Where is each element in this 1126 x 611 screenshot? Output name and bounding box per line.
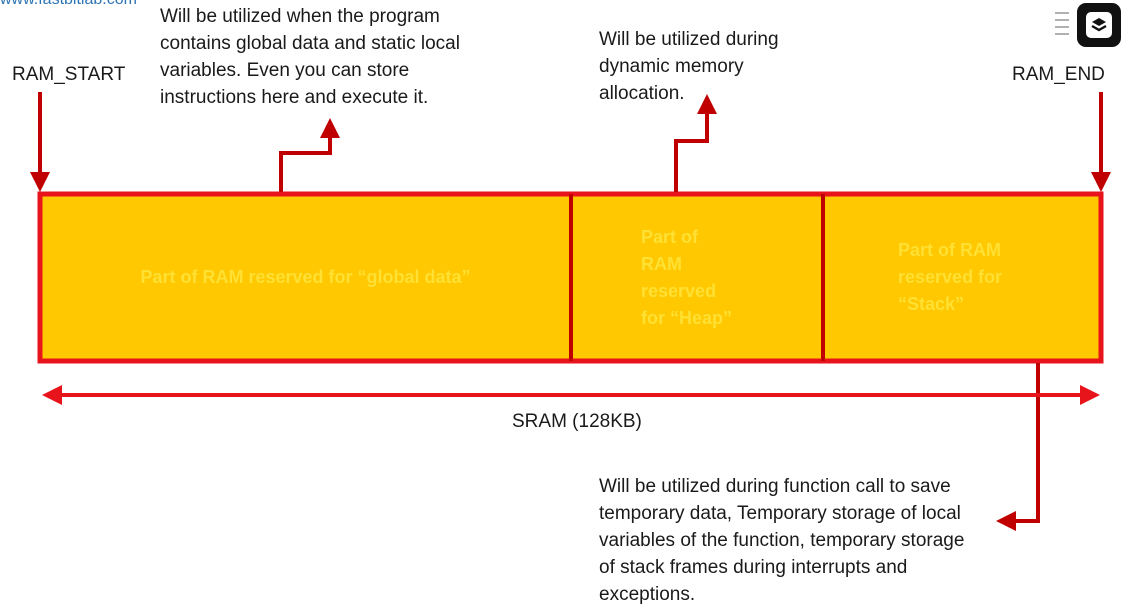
ram-start-label: RAM_START bbox=[12, 64, 126, 85]
heap-section-label: Part of RAM reserved for “Heap” bbox=[641, 226, 733, 328]
ram-end-label: RAM_END bbox=[1012, 64, 1105, 85]
stack-section-label: Part of RAM reserved for “Stack” bbox=[898, 240, 1003, 314]
heap-section: Part of RAM reserved for “Heap” bbox=[571, 194, 823, 361]
global-data-section: Part of RAM reserved for “global data” bbox=[40, 194, 571, 361]
stack-note: Will be utilized during function call to… bbox=[599, 476, 965, 605]
stack-section: Part of RAM reserved for “Stack” bbox=[823, 194, 1101, 361]
heap-note: Will be utilized during dynamic memory a… bbox=[599, 29, 779, 104]
global-data-connector bbox=[279, 118, 340, 192]
global-data-section-label: Part of RAM reserved for “global data” bbox=[140, 267, 471, 287]
stack-connector bbox=[996, 363, 1040, 531]
watermark-text: www.fastbitlab.com bbox=[0, 0, 137, 9]
global-data-note: Will be utilized when the program contai… bbox=[160, 6, 460, 108]
sram-size-label: SRAM (128KB) bbox=[512, 411, 642, 432]
heap-connector bbox=[674, 94, 717, 192]
fastbit-logo-icon bbox=[1077, 3, 1121, 47]
logo-lines-icon bbox=[1055, 12, 1069, 40]
